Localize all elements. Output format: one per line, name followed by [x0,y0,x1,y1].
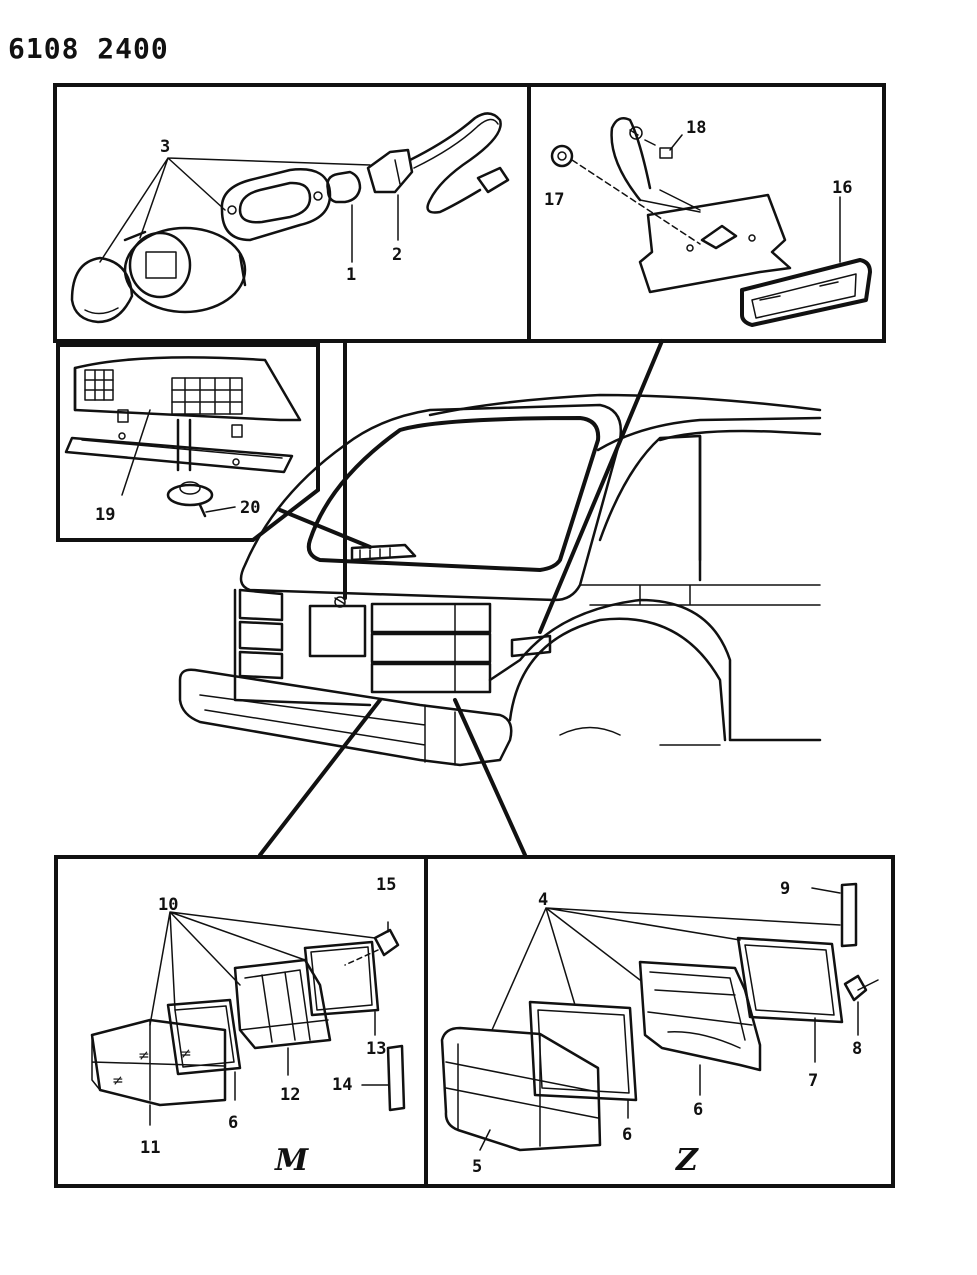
panel-tail-lamp-z: 4 9 8 7 6 6 5 Z [424,855,895,1188]
callout-1: 1 [346,265,356,285]
callout-9: 8 [852,1039,862,1059]
callout-3: 3 [160,137,170,157]
callout-8: 7 [808,1071,818,1091]
callout-15: 14 [332,1075,352,1095]
panel-tail-lamp-m: ≠ ≠ ≠ 10 15 13 14 12 6 11 M [54,855,428,1188]
callout-17: 16 [832,178,852,198]
variant-label-m: M [274,1143,309,1178]
callout-10: 9 [780,879,790,899]
callout-13: 12 [280,1085,300,1105]
callout-18: 17 [544,190,564,210]
svg-text:≠: ≠ [180,1046,192,1062]
callout-14: 13 [366,1039,386,1059]
svg-text:≠: ≠ [138,1048,150,1064]
callout-5: 5 [472,1157,482,1177]
callout-20: 19 [95,505,115,525]
variant-label-z: Z [675,1143,699,1178]
panel-high-mount-lamp: 19 20 [56,343,320,542]
callout-6-right: 6 [622,1125,632,1145]
callout-16: 15 [376,875,396,895]
callout-21: 20 [240,498,260,518]
svg-text:≠: ≠ [112,1073,124,1089]
callout-19: 18 [686,118,706,138]
vehicle-rear-view [178,339,822,857]
document-number: 6108 2400 [8,32,169,65]
callout-12: 11 [140,1138,160,1158]
panel-side-marker: 17 18 16 [527,83,886,343]
callout-4: 4 [538,890,548,910]
panel-license-lamp: 3 1 2 [53,83,531,343]
callout-7: 6 [693,1100,703,1120]
callout-11: 10 [158,895,178,915]
callout-6-left: 6 [228,1113,238,1133]
callout-2: 2 [392,245,402,265]
